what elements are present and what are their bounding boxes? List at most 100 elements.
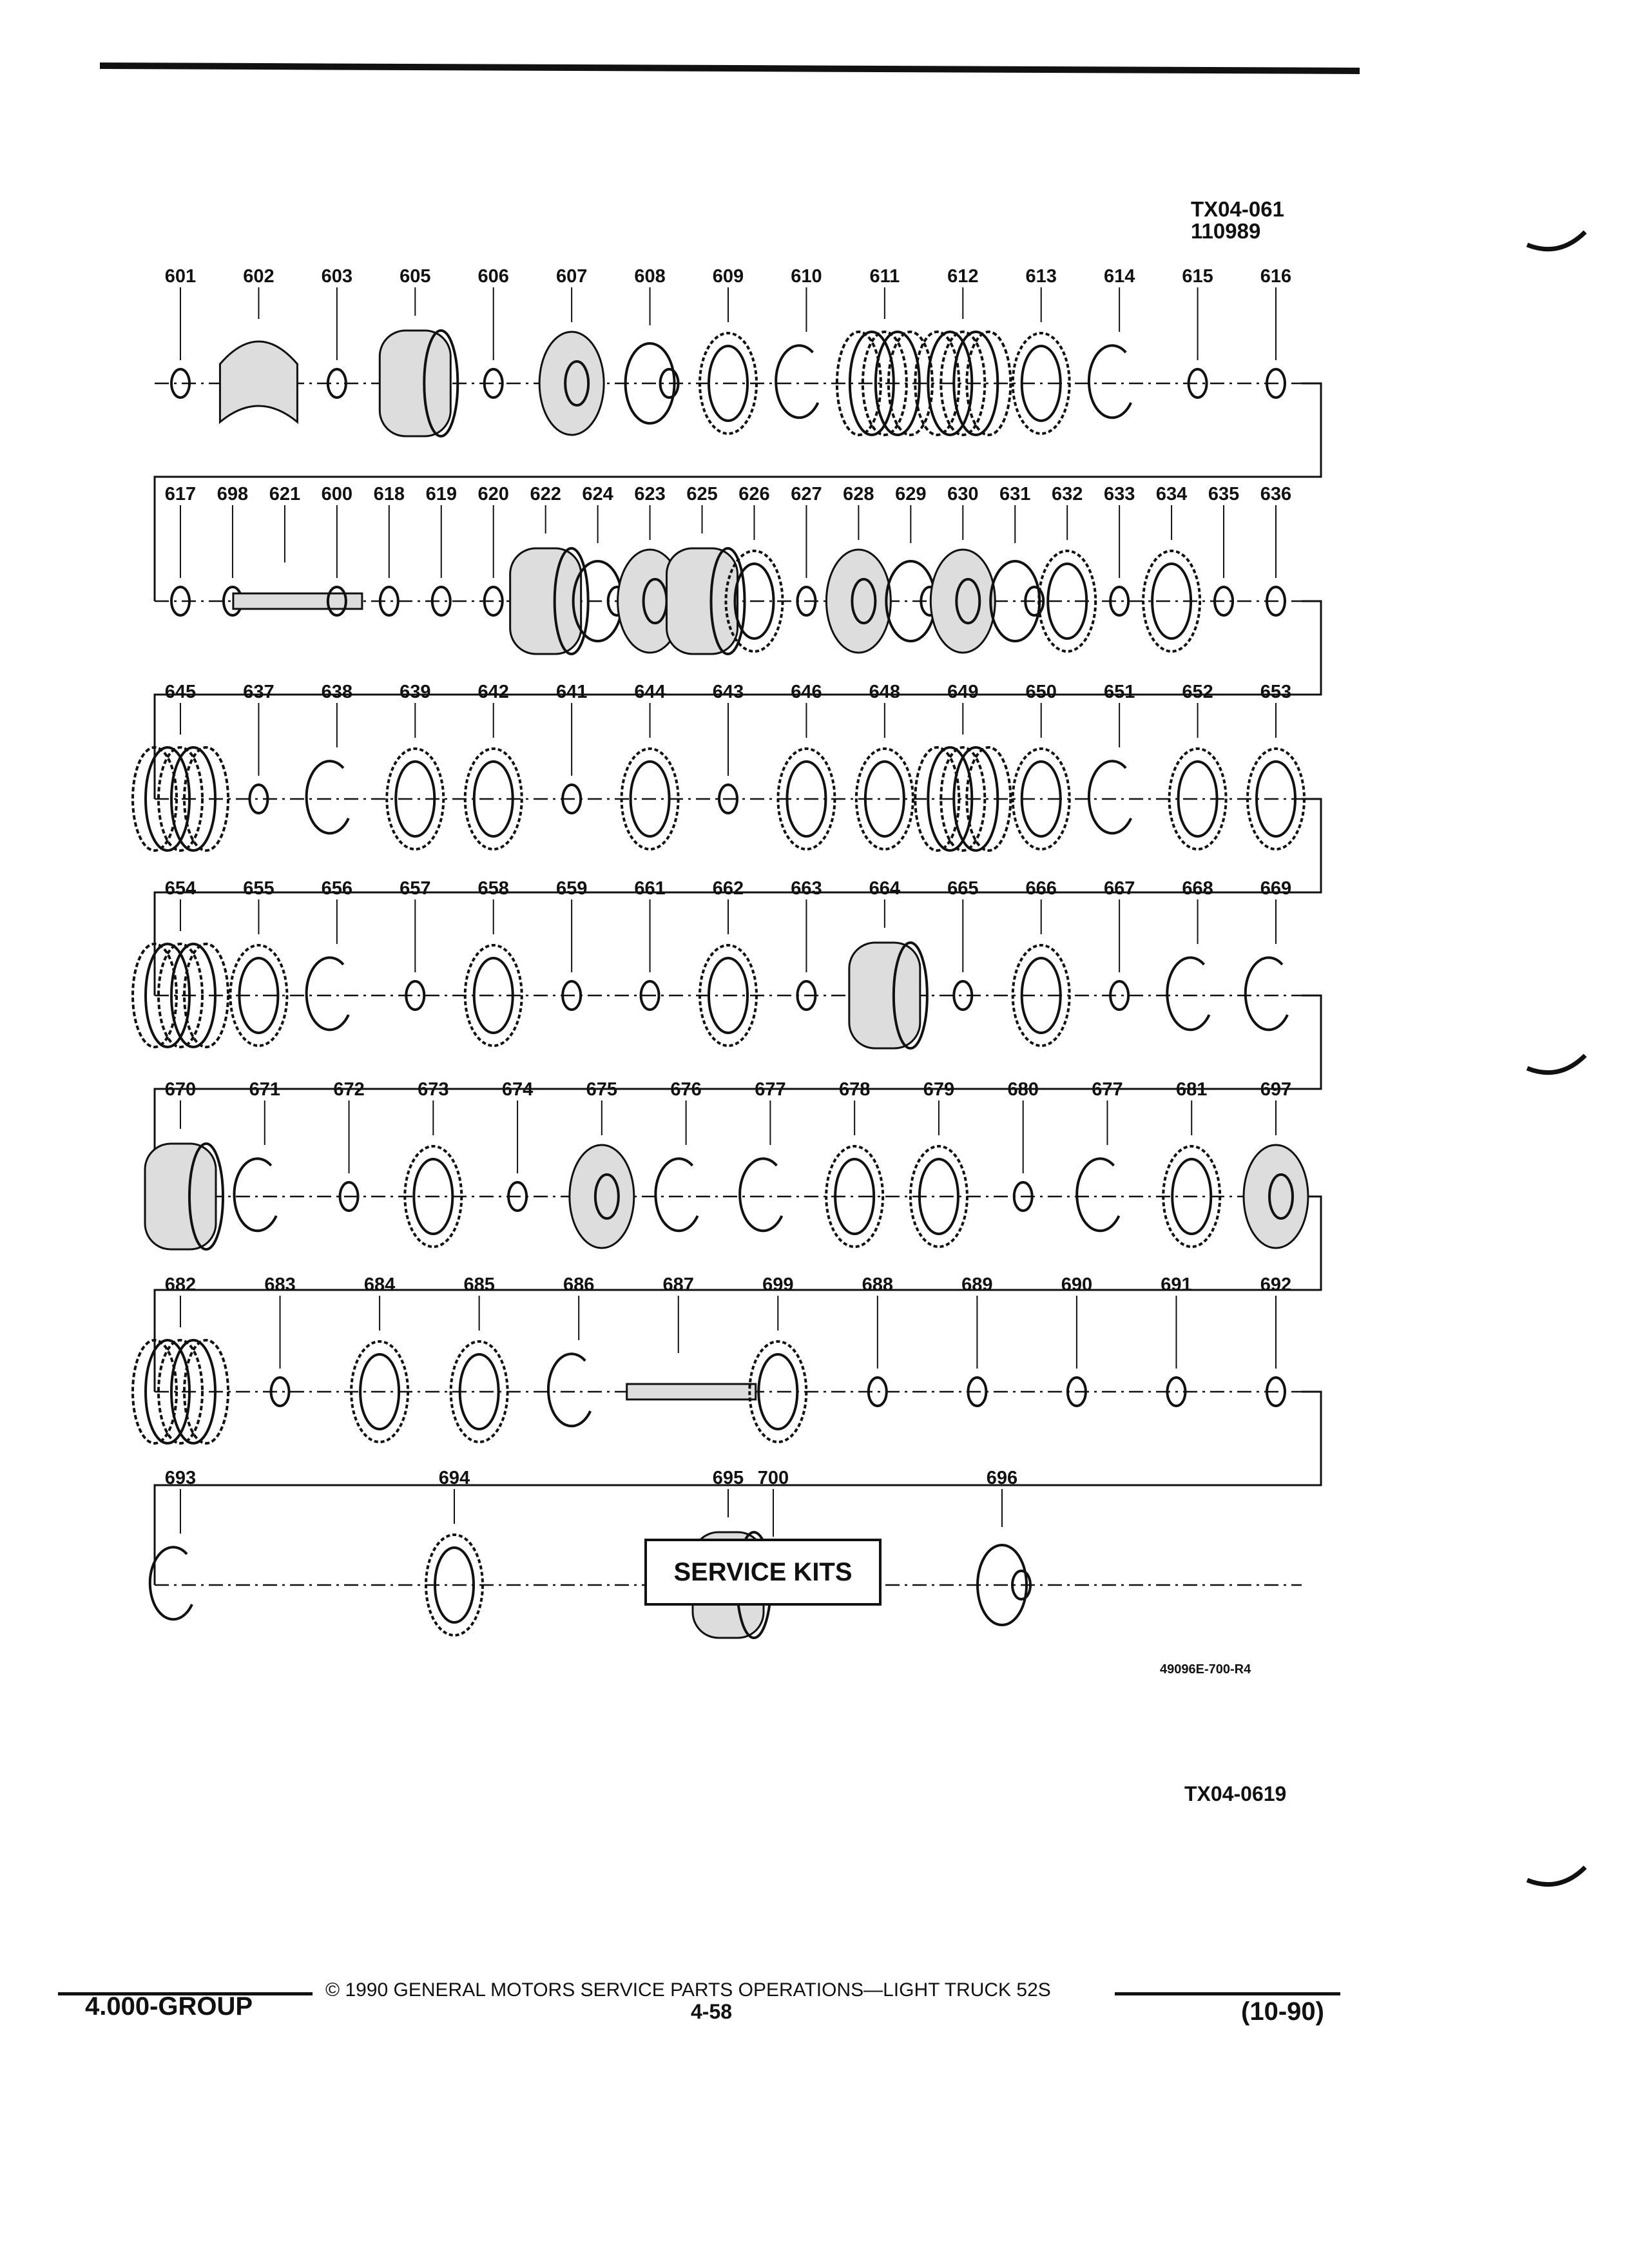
gear-teeth	[699, 944, 758, 1047]
part-ring: 633	[1104, 484, 1135, 617]
ring-shape	[326, 368, 347, 399]
part-ring: 689	[961, 1274, 993, 1407]
part-label: 632	[1052, 484, 1083, 505]
seal-shape	[1024, 586, 1045, 617]
part-gear: 652	[1168, 682, 1228, 850]
part-label: 697	[1260, 1079, 1291, 1100]
clutch-plate	[914, 331, 961, 436]
clutch-plate	[157, 943, 204, 1048]
row-connector	[153, 1390, 1322, 1585]
ring-shape	[507, 1181, 528, 1212]
part-label: 648	[869, 682, 900, 702]
piston-bore	[593, 1173, 620, 1220]
gear-body	[629, 760, 671, 838]
part-shaft: 621	[232, 484, 363, 610]
part-label: 673	[418, 1079, 448, 1100]
part-drum: 605	[378, 266, 459, 437]
part-label: 624	[582, 484, 613, 505]
clutch-plate	[887, 331, 934, 436]
part-label: 602	[243, 266, 274, 287]
row-connector	[153, 382, 1322, 601]
clutch-plate	[940, 746, 987, 852]
snapring-shape	[1075, 1157, 1121, 1233]
part-ring: 690	[1061, 1274, 1092, 1407]
part-label: 639	[400, 682, 430, 702]
gear-teeth	[403, 1145, 463, 1248]
part-label: 670	[165, 1079, 196, 1100]
part-label: 610	[791, 266, 822, 287]
part-label: 682	[165, 1274, 196, 1295]
ring-shape	[796, 980, 817, 1011]
part-ring: 691	[1161, 1274, 1192, 1407]
drum-face	[892, 941, 929, 1050]
part-label: 669	[1260, 878, 1291, 899]
seal-shape	[659, 368, 680, 399]
clutch-plate	[952, 331, 999, 436]
piston-body	[929, 548, 996, 654]
drum-body	[509, 547, 583, 655]
clutch-plate	[157, 1339, 204, 1445]
footer-rule-right	[1115, 1992, 1340, 1995]
part-gear: 646	[776, 682, 836, 850]
part-snapring: 677	[738, 1079, 786, 1233]
part-label: 631	[999, 484, 1030, 505]
ring-shape	[405, 980, 426, 1011]
drum-face	[188, 1142, 224, 1251]
band-shape	[218, 340, 298, 425]
part-label: 612	[947, 266, 978, 287]
part-ring: 663	[791, 878, 822, 1011]
part-ring: 659	[556, 878, 587, 1011]
gear-teeth	[449, 1340, 509, 1443]
part-label: 652	[1182, 682, 1213, 702]
piston-bore	[1268, 1173, 1294, 1220]
gear-body	[708, 957, 749, 1034]
part-label: 616	[1260, 266, 1291, 287]
clutch-plate	[952, 746, 999, 852]
part-label: 601	[165, 266, 196, 287]
ring-shape	[952, 980, 974, 1011]
part-ring: 627	[791, 484, 822, 617]
part-label: 619	[426, 484, 457, 505]
part-label: 646	[791, 682, 822, 702]
part-label: 683	[264, 1274, 295, 1295]
part-ring: 672	[333, 1079, 365, 1212]
part-gear: 642	[463, 682, 523, 850]
part-label: 693	[165, 1468, 196, 1488]
part-snapring: 610	[775, 266, 822, 419]
drum-body	[144, 1142, 217, 1251]
part-ring: 637	[243, 682, 275, 814]
gear-teeth	[1168, 747, 1228, 850]
clutch-plate	[835, 331, 882, 436]
part-gear: 650	[1011, 682, 1071, 850]
part-gear: 681	[1162, 1079, 1222, 1248]
gear-teeth	[1162, 1145, 1222, 1248]
part-ring: 601	[165, 266, 196, 399]
figure-ref-date: 110989	[1191, 219, 1261, 243]
clutch-plate	[914, 746, 961, 852]
part-ring: 618	[374, 484, 405, 617]
part-gear: 679	[909, 1079, 969, 1248]
gear-body	[708, 345, 749, 422]
service-kits-label: SERVICE KITS	[673, 1557, 853, 1586]
part-platepack: 612	[914, 266, 1012, 436]
snapring-shape	[233, 1157, 278, 1233]
part-gear: 685	[449, 1274, 509, 1443]
gear-teeth	[350, 1340, 410, 1443]
part-gear: 626	[724, 484, 784, 653]
ring-shape	[170, 586, 191, 617]
seal-shape	[1011, 1570, 1032, 1600]
gear-body	[394, 760, 436, 838]
part-gear: 613	[1011, 266, 1071, 435]
gear-body	[733, 562, 775, 640]
part-platepack: 611	[835, 266, 934, 436]
part-ring: 683	[264, 1274, 296, 1407]
drum-face	[709, 547, 746, 655]
clutch-plate	[170, 746, 217, 852]
ring-shape	[269, 1376, 291, 1407]
part-ring: 617	[165, 484, 196, 617]
part-gear: 684	[350, 1274, 410, 1443]
figure-code: 49096E-700-R4	[1160, 1662, 1251, 1677]
part-label: 677	[1092, 1079, 1123, 1100]
part-label: 659	[556, 878, 587, 899]
